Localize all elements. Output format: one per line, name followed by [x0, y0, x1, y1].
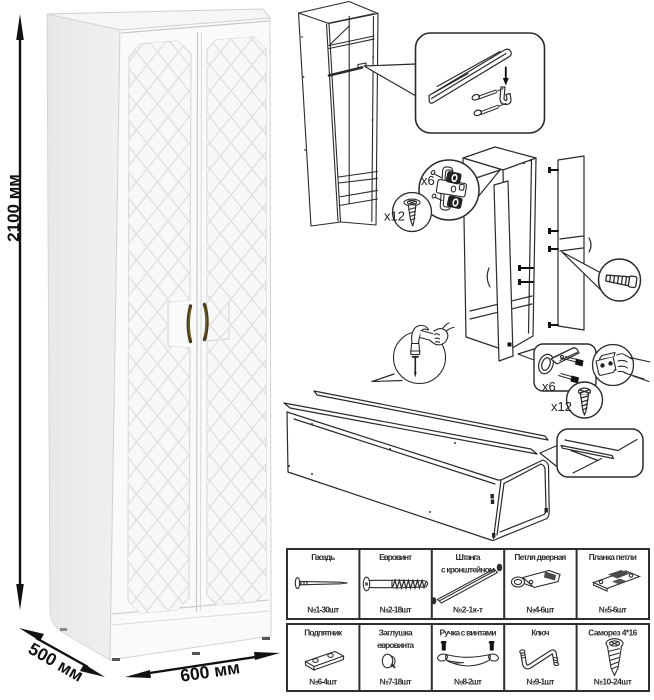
- svg-text:№1-30шт: №1-30шт: [307, 605, 339, 615]
- svg-text:№6-4шт: №6-4шт: [309, 677, 337, 687]
- svg-text:№4-6шт: №4-6шт: [526, 605, 554, 615]
- svg-text:x6: x6: [542, 379, 556, 394]
- svg-text:600 мм: 600 мм: [179, 657, 241, 686]
- svg-text:x12: x12: [384, 209, 405, 224]
- svg-text:№5-6шт: №5-6шт: [599, 605, 627, 615]
- svg-text:Гвоздь: Гвоздь: [311, 552, 335, 562]
- svg-text:Планка петли: Планка петли: [589, 552, 637, 562]
- svg-text:x12: x12: [551, 399, 572, 414]
- svg-text:Ручка с винтами: Ручка с винтами: [440, 628, 497, 638]
- svg-text:Подпятник: Подпятник: [304, 628, 343, 638]
- svg-text:Саморез 4*16: Саморез 4*16: [588, 628, 637, 638]
- svg-text:№7-18шт: №7-18шт: [380, 677, 412, 687]
- svg-text:№10-24шт: №10-24шт: [594, 677, 632, 687]
- svg-text:с кронштейном: с кронштейном: [441, 565, 495, 575]
- svg-text:x6: x6: [421, 173, 435, 188]
- svg-text:Ключ: Ключ: [531, 628, 549, 638]
- svg-text:Заглушка: Заглушка: [379, 628, 413, 638]
- svg-text:№9-1шт: №9-1шт: [526, 677, 554, 687]
- svg-text:евровинта: евровинта: [377, 640, 414, 650]
- svg-text:500 мм: 500 мм: [25, 638, 87, 685]
- svg-text:Евровинт: Евровинт: [379, 552, 412, 562]
- svg-text:№2-1к-т: №2-1к-т: [453, 605, 483, 615]
- svg-text:2100 мм: 2100 мм: [4, 174, 23, 242]
- svg-text:Петля дверная: Петля дверная: [514, 552, 566, 562]
- svg-text:Штанга: Штанга: [456, 552, 481, 562]
- svg-text:№8-2шт: №8-2шт: [454, 677, 482, 687]
- svg-text:№2-18шт: №2-18шт: [380, 605, 412, 615]
